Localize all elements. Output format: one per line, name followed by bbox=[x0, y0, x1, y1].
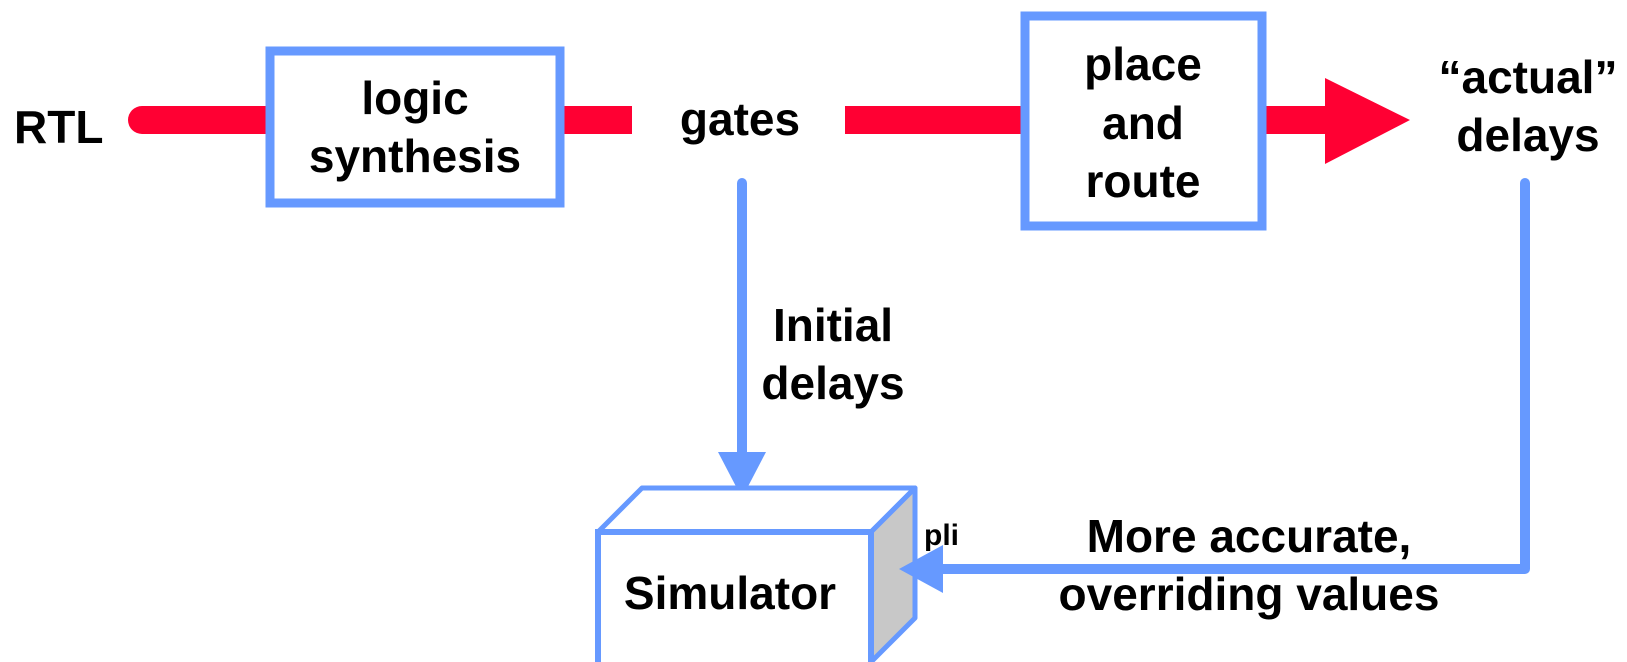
actual-delays-label-line2: delays bbox=[1456, 109, 1599, 161]
simulator-label: Simulator bbox=[624, 567, 836, 619]
initial-delays-label-line2: delays bbox=[761, 357, 904, 409]
initial-delays-label-line1: Initial bbox=[773, 299, 893, 351]
place-and-route-label-line2: and bbox=[1102, 97, 1184, 149]
initial-delays-arrowhead bbox=[718, 452, 766, 498]
feedback-arrowhead bbox=[899, 545, 943, 593]
actual-delays-label-line1: “actual” bbox=[1439, 51, 1618, 103]
feedback-arrow-shaft bbox=[930, 178, 1530, 574]
logic-synthesis-label-line1: logic bbox=[361, 72, 468, 124]
overriding-values-label-line2: overriding values bbox=[1059, 568, 1440, 620]
simulator-top-face bbox=[595, 485, 918, 535]
gates-label: gates bbox=[680, 93, 800, 145]
logic-synthesis-label-line2: synthesis bbox=[309, 130, 521, 182]
place-and-route-label-line1: place bbox=[1084, 38, 1202, 90]
simulator-box bbox=[595, 485, 918, 662]
rtl-label: RTL bbox=[14, 101, 103, 153]
logic-synthesis-box bbox=[265, 46, 565, 208]
overriding-values-label-line1: More accurate, bbox=[1087, 510, 1412, 562]
simulator-front-face bbox=[595, 529, 874, 662]
place-and-route-box bbox=[1020, 11, 1267, 231]
flow-arrowhead-red bbox=[1325, 78, 1410, 164]
place-and-route-label-line3: route bbox=[1086, 155, 1201, 207]
